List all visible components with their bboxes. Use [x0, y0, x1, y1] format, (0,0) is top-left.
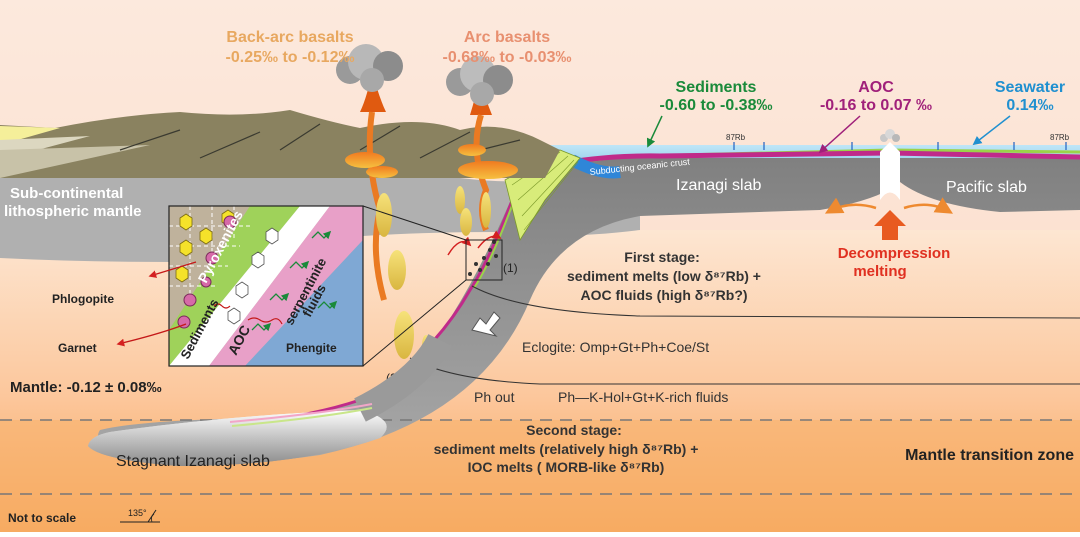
- first-stage-line2: AOC fluids (high δ⁸⁷Rb?): [580, 287, 747, 303]
- sediments-value: -0.60 to -0.38‰: [660, 97, 773, 114]
- eclogite-label: Eclogite: Omp+Gt+Ph+Coe/St: [522, 339, 709, 355]
- phlogopite-label: Phlogopite: [52, 292, 114, 306]
- back-arc-value: -0.25‰ to -0.12‰: [226, 49, 355, 66]
- decompression-line2: melting: [853, 263, 906, 280]
- garnet-label: Garnet: [58, 341, 97, 355]
- ph-reaction-label: Ph—K-Hol+Gt+K-rich fluids: [558, 389, 728, 405]
- seawater-title: Seawater: [995, 79, 1065, 96]
- aoc-title: AOC: [858, 79, 894, 96]
- arc-value: -0.68‰ to -0.03‰: [443, 49, 572, 66]
- rb-marker-1: 87Rb: [726, 133, 746, 142]
- transition-zone-label: Mantle transition zone: [905, 447, 1074, 464]
- not-to-scale-label: Not to scale: [8, 511, 76, 525]
- angle-label: 135°: [128, 508, 147, 518]
- second-stage-title: Second stage:: [526, 422, 622, 438]
- aoc-value: -0.16 to 0.07 ‰: [820, 97, 932, 114]
- second-stage-line2: IOC melts ( MORB-like δ⁸⁷Rb): [468, 459, 665, 475]
- inset-phengite: Phengite: [286, 341, 337, 355]
- mantle-label: Mantle: -0.12 ± 0.08‰: [10, 379, 162, 396]
- marker-1: (1): [503, 261, 518, 275]
- izanagi-slab-label: Izanagi slab: [676, 177, 761, 194]
- rb-marker-2: 87Rb: [1050, 133, 1070, 142]
- inset-box: Pyroxenites Sediments AOC serpentinite f…: [169, 206, 363, 366]
- ph-out-label: Ph out: [474, 389, 515, 405]
- seawater-value: 0.14‰: [1006, 97, 1053, 114]
- back-arc-title: Back-arc basalts: [226, 29, 353, 46]
- decompression-line1: Decompression: [838, 245, 951, 262]
- scl-mantle-label-1: Sub-continental: [10, 185, 123, 202]
- arc-title: Arc basalts: [464, 29, 550, 46]
- scl-mantle-label-2: lithospheric mantle: [4, 203, 142, 220]
- stagnant-slab-label: Stagnant Izanagi slab: [116, 453, 270, 470]
- first-stage-title: First stage:: [624, 249, 699, 265]
- pacific-slab-label: Pacific slab: [946, 179, 1027, 196]
- sediments-title: Sediments: [676, 79, 757, 96]
- first-stage-line1: sediment melts (low δ⁸⁷Rb) +: [567, 268, 761, 284]
- second-stage-line1: sediment melts (relatively high δ⁸⁷Rb) +: [434, 441, 699, 457]
